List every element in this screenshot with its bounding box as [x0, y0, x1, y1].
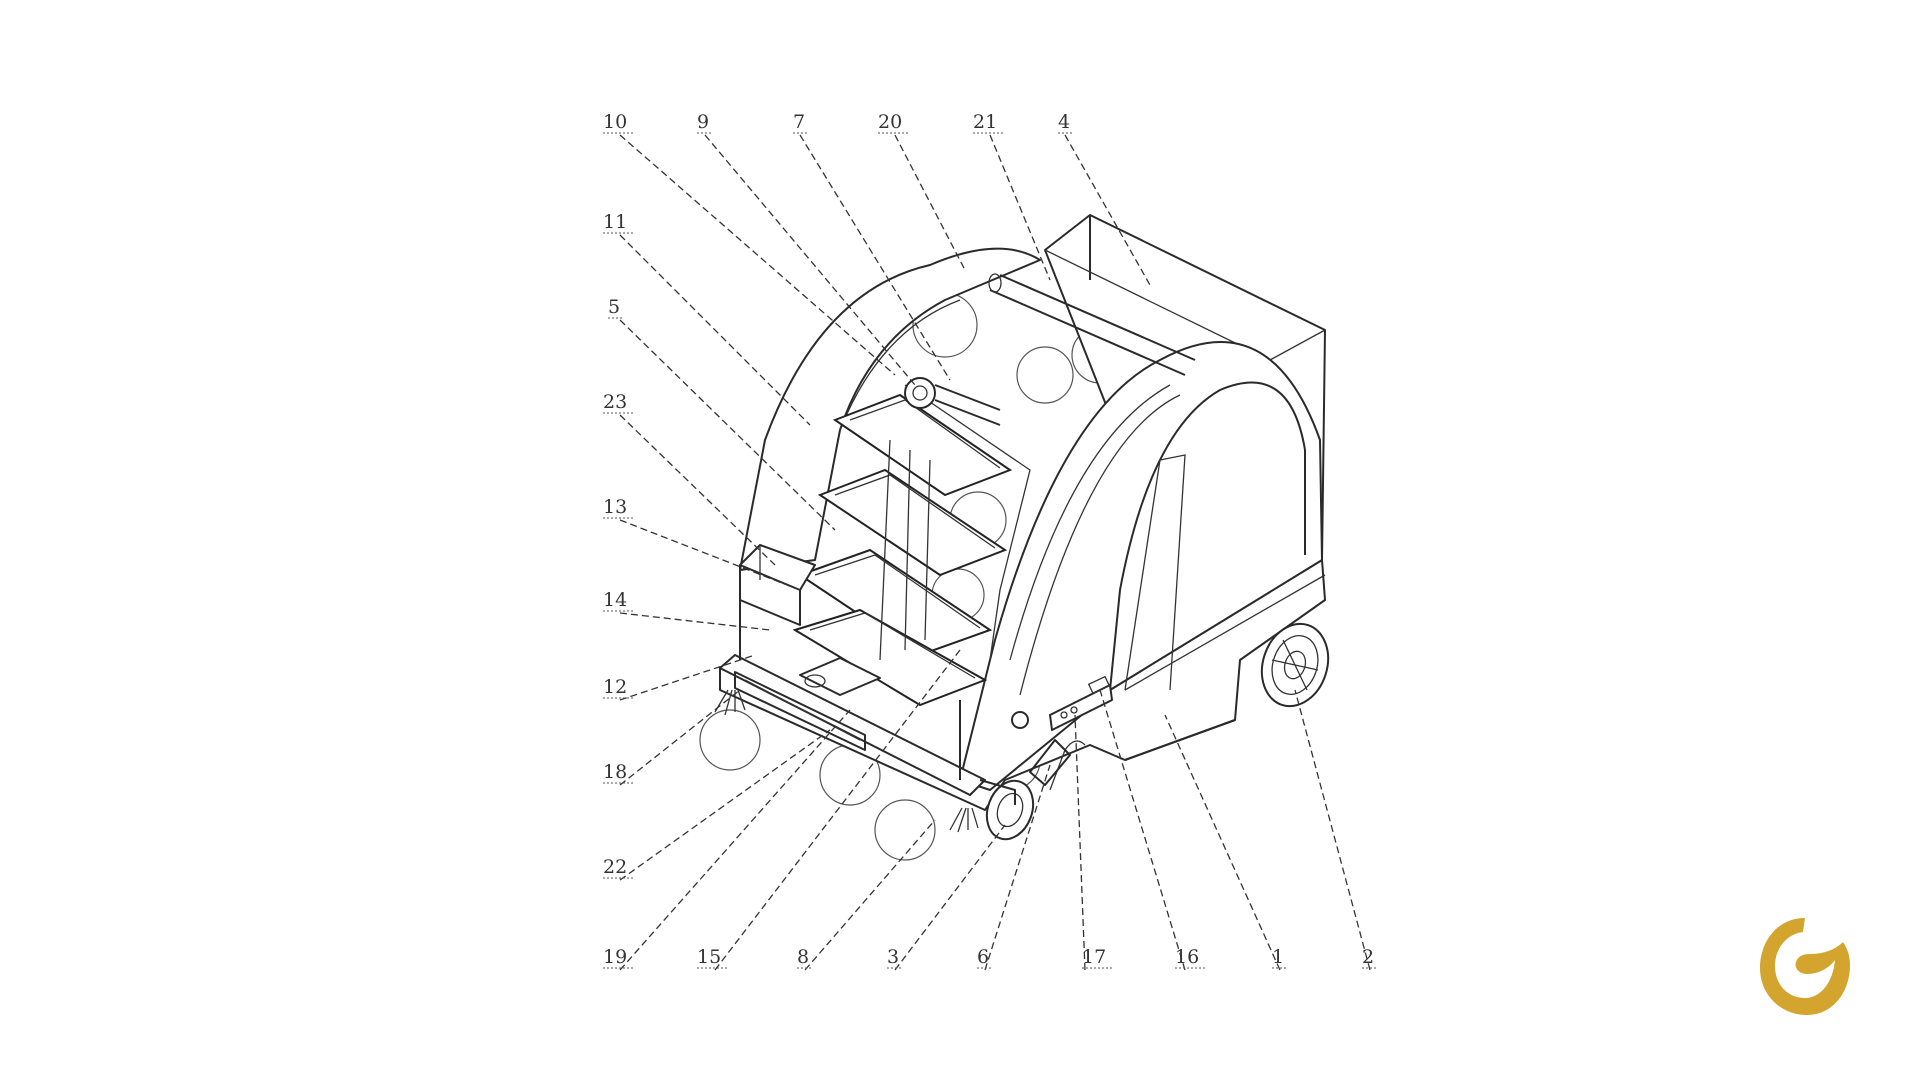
label-7: 7: [793, 111, 805, 133]
label-18: 18: [603, 761, 627, 783]
label-11: 11: [603, 211, 627, 233]
label-14: 14: [603, 589, 627, 611]
control-panel: [1011, 675, 1113, 731]
label-16: 16: [1175, 946, 1199, 968]
label-23: 23: [603, 391, 627, 413]
drive-pulley: [904, 377, 1001, 426]
reference-numerals: 10 9 7 20 21 4 11 5 23 13 14 12 18 22 19…: [603, 111, 1378, 969]
top-roller: [988, 273, 1196, 376]
label-12: 12: [603, 676, 627, 698]
label-4: 4: [1058, 111, 1070, 133]
side-brushes: [714, 689, 979, 833]
brand-logo-icon: [1760, 918, 1850, 1015]
motor-box: [799, 657, 881, 696]
lever: [1029, 739, 1071, 786]
label-2: 2: [1362, 946, 1374, 968]
label-13: 13: [603, 496, 627, 518]
label-19: 19: [603, 946, 627, 968]
label-10: 10: [603, 111, 627, 133]
label-21: 21: [973, 111, 997, 133]
label-3: 3: [887, 946, 899, 968]
stair-conveyor: [792, 384, 1031, 707]
label-20: 20: [878, 111, 902, 133]
front-base-plate: [719, 600, 986, 796]
label-17: 17: [1082, 946, 1106, 968]
label-6: 6: [977, 946, 989, 968]
label-1: 1: [1272, 946, 1284, 968]
leader-lines: [619, 134, 1371, 971]
front-housing: [739, 544, 816, 626]
rear-wheel: [1260, 622, 1330, 708]
label-9: 9: [697, 111, 709, 133]
label-15: 15: [697, 946, 721, 968]
label-8: 8: [797, 946, 809, 968]
label-5: 5: [608, 296, 620, 318]
label-22: 22: [603, 856, 627, 878]
arch-side-panel: [959, 341, 1323, 791]
